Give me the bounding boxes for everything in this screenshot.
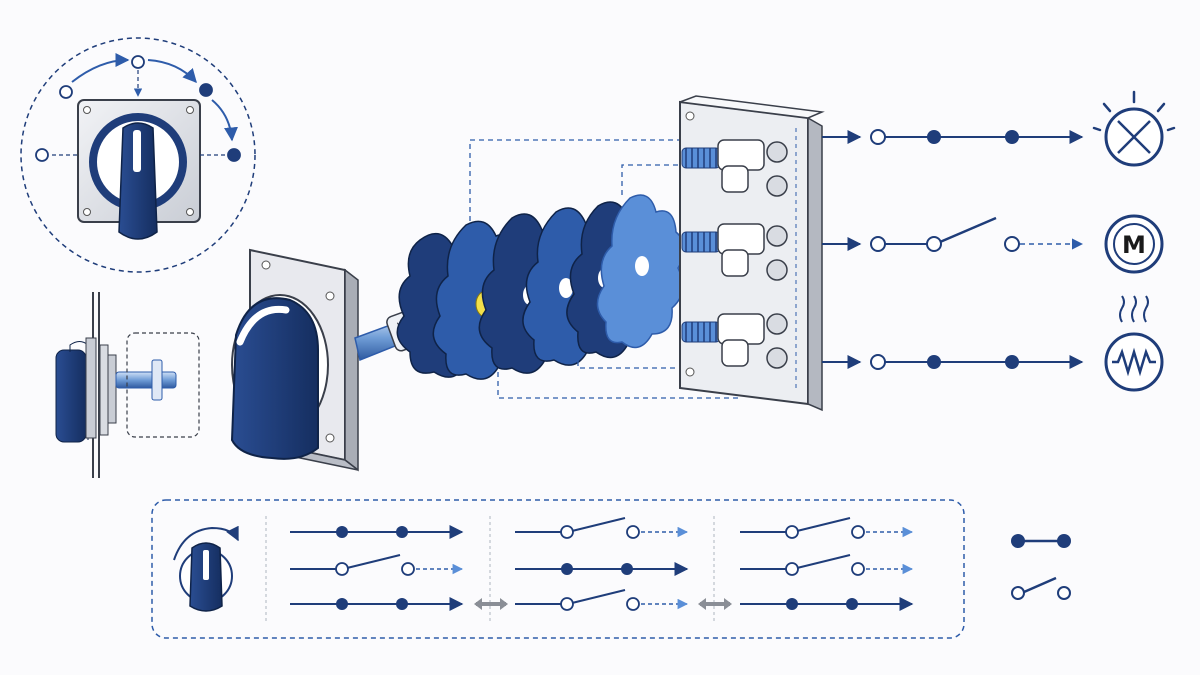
output-circuit-1 — [822, 129, 1084, 145]
terminal-screw — [766, 175, 788, 197]
closed-contact-symbol — [1011, 534, 1071, 548]
terminal-screw — [766, 141, 788, 163]
sequence-circuit-open — [290, 554, 464, 576]
closed-contact-dot — [927, 130, 941, 144]
contact-unit-2 — [681, 223, 788, 281]
output-circuit-3 — [822, 354, 1084, 370]
selector-knob[interactable] — [118, 122, 158, 240]
position-marker — [131, 55, 145, 69]
terminal-screw — [766, 259, 788, 281]
legend — [1011, 534, 1071, 600]
position-transition-arrows — [474, 598, 732, 610]
closed-contact-dot — [1005, 130, 1019, 144]
side-shaft — [115, 371, 177, 389]
side-callout-box — [126, 332, 200, 438]
contact-block — [679, 95, 825, 412]
main-selector-knob[interactable] — [230, 297, 319, 460]
sequence-circuit-open — [740, 517, 914, 539]
closed-contact-dot — [927, 355, 941, 369]
lamp-rays — [1092, 90, 1176, 132]
open-contact-symbol — [1011, 576, 1071, 600]
open-terminal — [870, 236, 886, 252]
switching-sequence-panel — [151, 499, 965, 639]
load-motor: M — [1104, 214, 1164, 274]
sequence-circuit-closed — [740, 597, 914, 611]
motor-label: M — [1122, 231, 1146, 259]
contact-spring — [681, 147, 721, 169]
position-marker-active — [199, 83, 213, 97]
open-switch-blade — [939, 216, 997, 244]
position-marker — [59, 85, 73, 99]
terminal-screw — [766, 313, 788, 335]
sequence-circuit-open — [515, 589, 689, 611]
side-knob — [55, 349, 87, 443]
sequence-circuit-closed — [515, 562, 689, 576]
open-contact-dot — [926, 236, 942, 252]
sequence-circuit-open — [740, 554, 914, 576]
position-marker-active — [227, 148, 241, 162]
position-marker — [35, 148, 49, 162]
sequence-knob — [173, 525, 239, 612]
open-terminal — [870, 129, 886, 145]
output-circuit-2 — [822, 216, 1084, 252]
heater-resistor-icon — [1104, 332, 1164, 392]
open-terminal — [870, 354, 886, 370]
heat-waves — [1119, 295, 1149, 323]
open-contact-dot — [1004, 236, 1020, 252]
screw-hole — [186, 106, 194, 114]
contact-spring — [681, 231, 721, 253]
contact-unit-3 — [681, 313, 788, 369]
screw-hole — [83, 106, 91, 114]
load-lamp — [1092, 90, 1176, 167]
screw-hole — [83, 208, 91, 216]
closed-contact-dot — [1005, 355, 1019, 369]
terminal-screw — [766, 347, 788, 369]
terminal-screw — [766, 225, 788, 247]
detail-callout-circle — [20, 37, 256, 273]
knob-pointer — [133, 130, 141, 172]
side-bezel — [85, 337, 97, 439]
knob-assembly — [230, 248, 359, 472]
sequence-circuit-closed — [290, 597, 464, 611]
load-heater — [1104, 295, 1164, 392]
side-view-detail — [55, 292, 200, 478]
switch-position-1 — [290, 525, 464, 611]
rotation-positions-detail — [20, 37, 256, 273]
screw-hole — [186, 208, 194, 216]
switch-position-2 — [515, 517, 689, 611]
contact-unit-1 — [681, 139, 788, 197]
contact-spring — [681, 321, 721, 343]
sequence-circuit-closed — [290, 525, 464, 539]
cam-disc-stack — [396, 135, 741, 399]
output-circuits — [822, 129, 1084, 370]
switching-positions — [290, 517, 914, 611]
switch-position-3 — [740, 517, 914, 611]
sequence-circuit-open — [515, 517, 689, 539]
